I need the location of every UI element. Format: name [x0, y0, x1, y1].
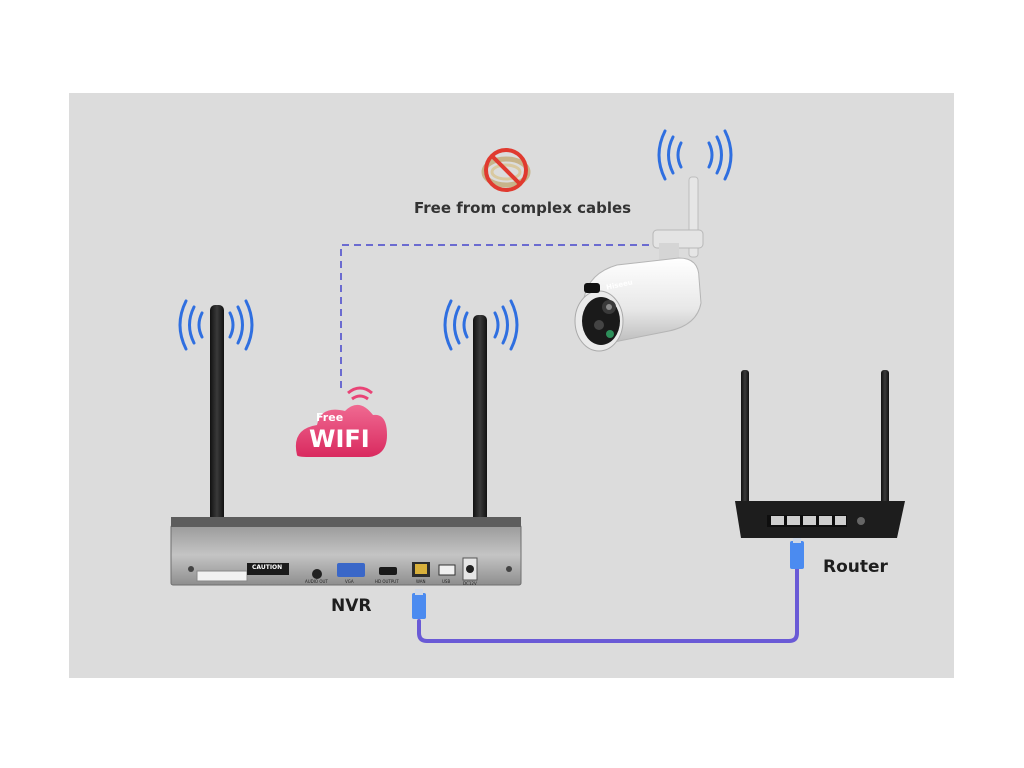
wifi-badge-main-text: WIFI	[309, 425, 370, 453]
router-icon	[735, 370, 905, 538]
port-label-audio: AUDIO OUT	[305, 579, 328, 584]
port-label-usb: USB	[442, 579, 451, 584]
no-cable-icon	[481, 148, 531, 192]
nvr-label: NVR	[331, 596, 372, 616]
wifi-signal-icon	[178, 129, 733, 351]
wifi-badge	[295, 386, 387, 457]
router-label: Router	[823, 557, 888, 577]
port-label-wan: WAN	[416, 579, 426, 584]
port-label-hd: HD OUTPUT	[375, 579, 399, 584]
diagram-panel: Free from complex cables NVR Router Free…	[69, 93, 954, 678]
nvr-icon	[170, 305, 522, 586]
nvr-sticker-text: CAUTION	[252, 564, 283, 571]
camera-icon	[574, 176, 704, 352]
port-label-vga: VGA	[345, 579, 354, 584]
caption: Free from complex cables	[414, 199, 632, 217]
wireless-link-line	[340, 244, 659, 388]
ethernet-plug-icon	[412, 537, 804, 619]
ethernet-cable	[417, 566, 799, 643]
network-diagram	[170, 129, 905, 643]
port-label-dc: DC12V	[463, 581, 477, 586]
wifi-badge-free-text: Free	[316, 411, 344, 424]
